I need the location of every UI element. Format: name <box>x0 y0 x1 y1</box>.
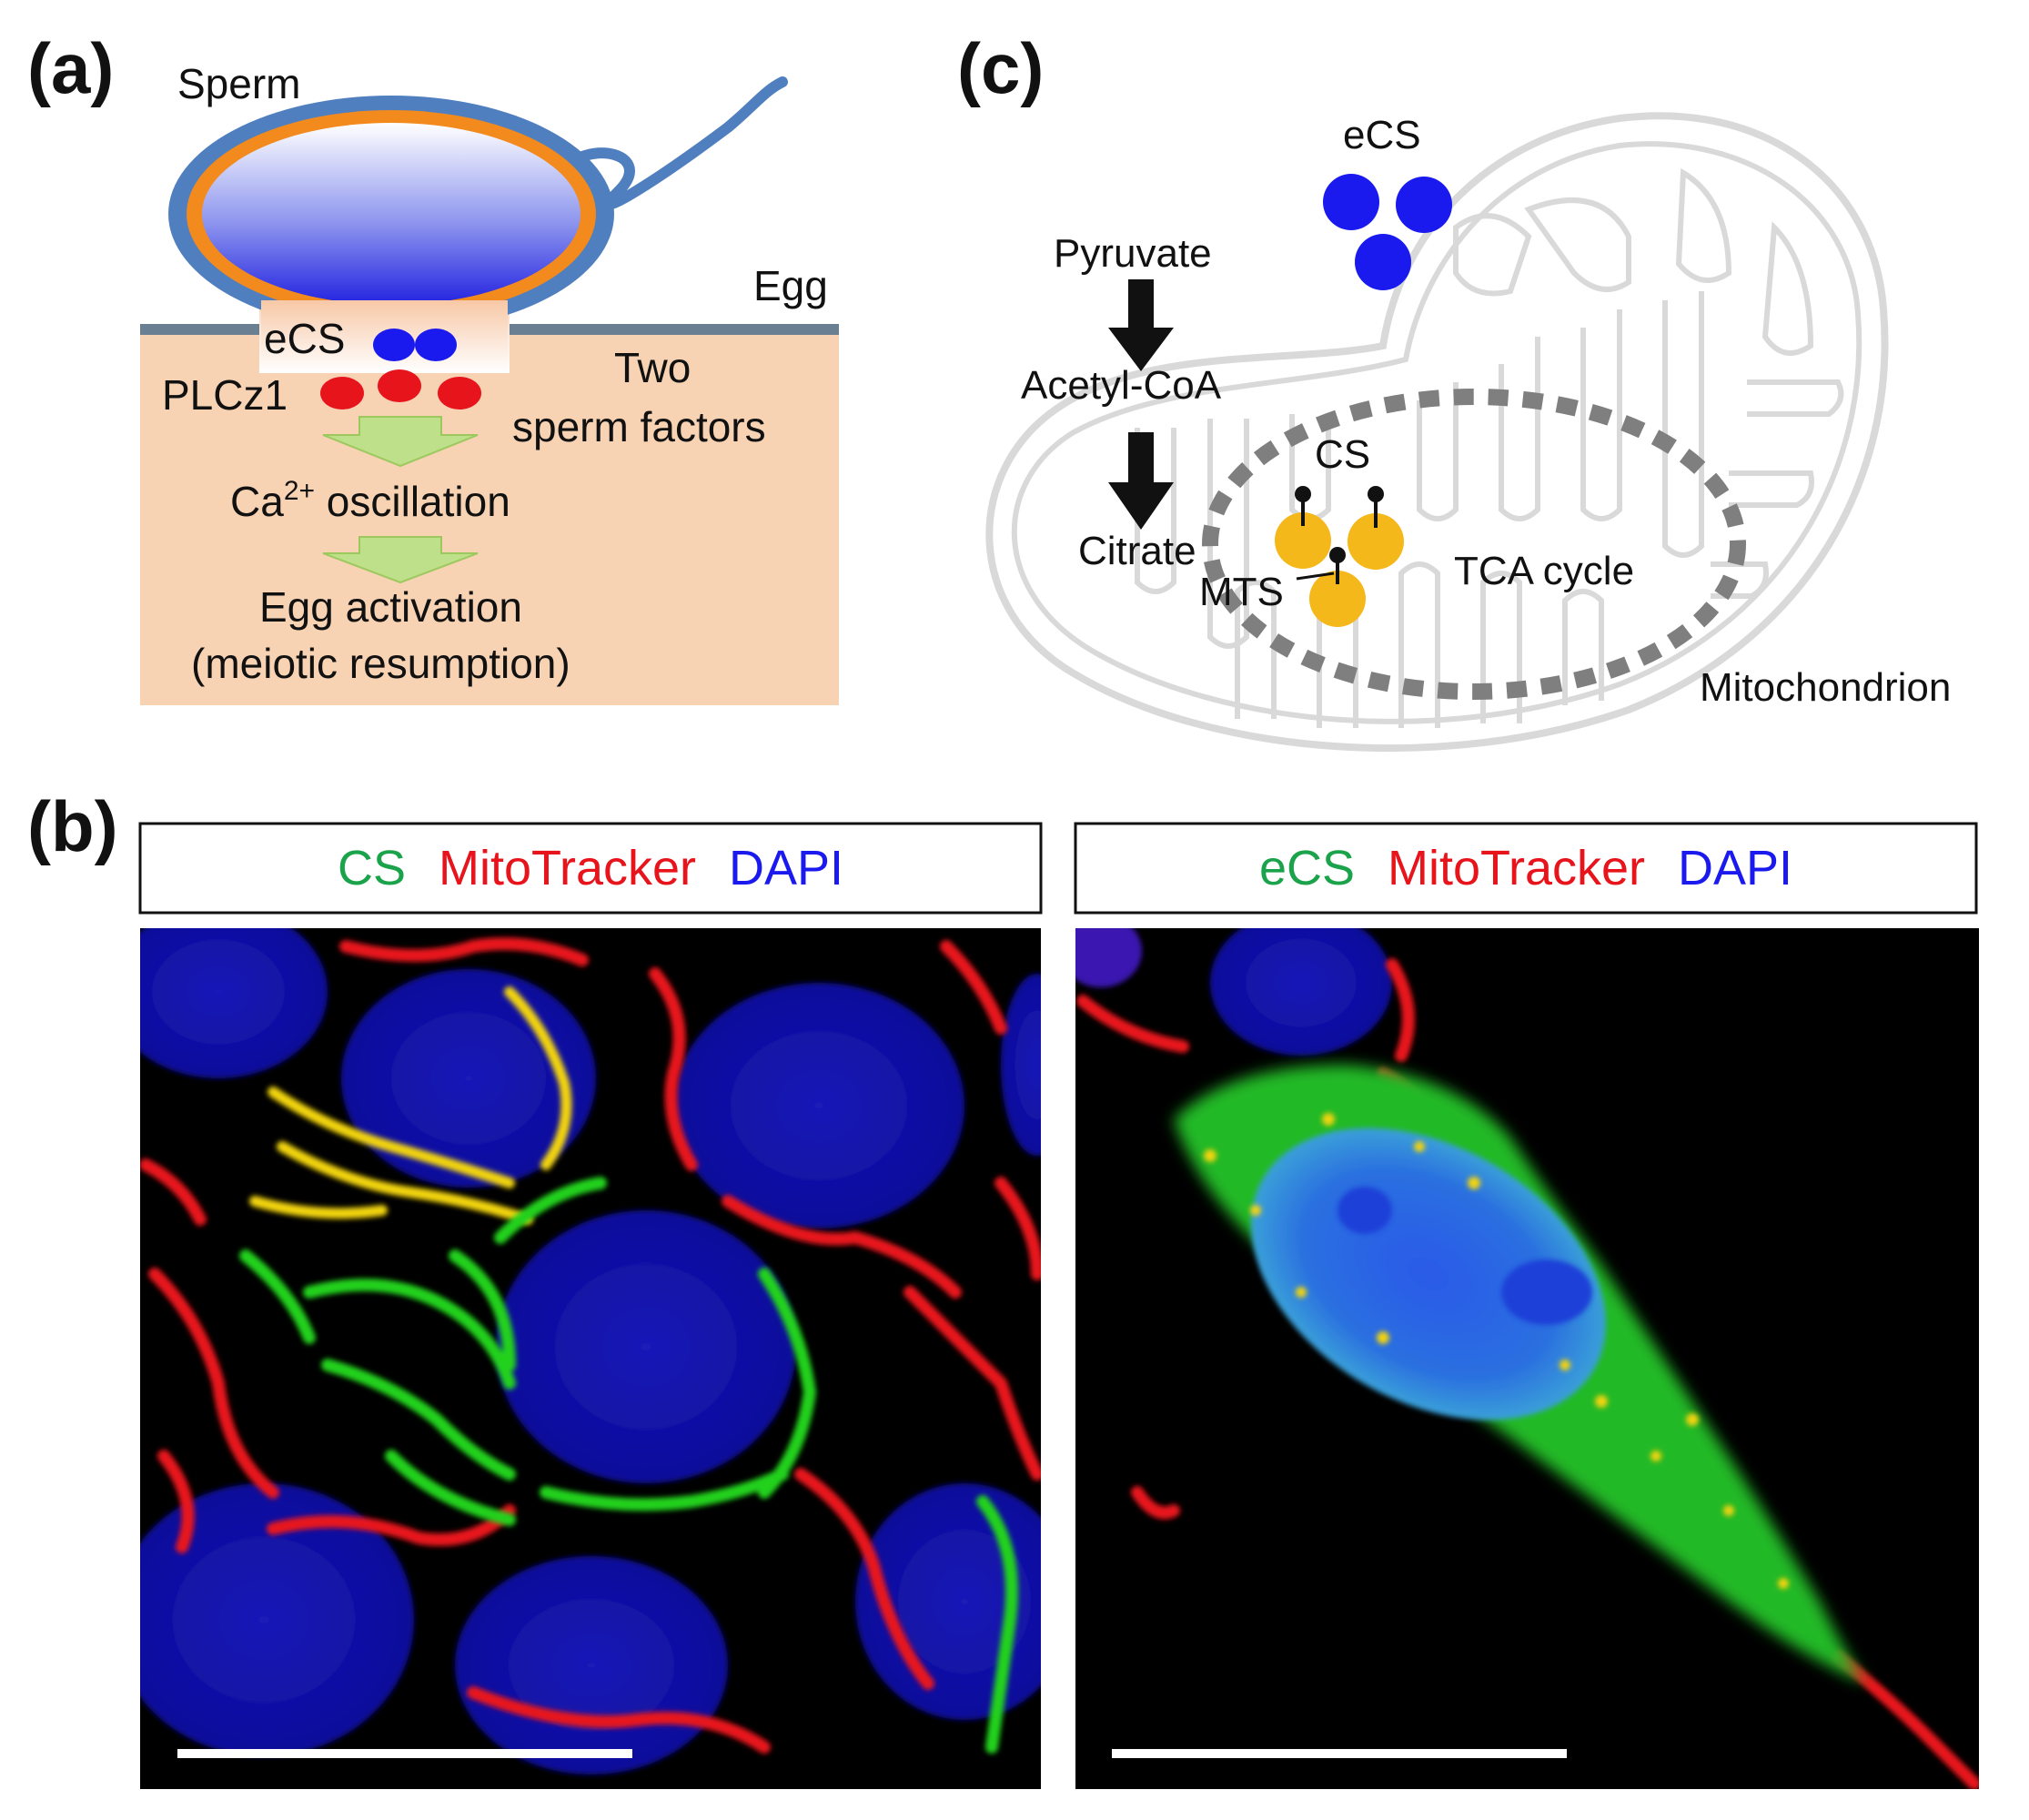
nucleus <box>1001 974 1041 1156</box>
colocalization-signal <box>1204 1113 1789 1589</box>
cs-signal <box>239 1177 1018 1754</box>
cristae <box>1135 167 1844 728</box>
panel-c-letter: (c) <box>957 28 1044 108</box>
panel-c: (c) <box>957 28 1951 753</box>
panel-a: (a) Sperm Egg eCS PLCz1 Two sperm factor… <box>27 28 839 705</box>
nucleus <box>140 1483 414 1756</box>
ecs-label: eCS <box>1343 113 1421 157</box>
ecs-label: eCS <box>264 315 345 362</box>
mts-tag <box>1295 486 1311 502</box>
meiotic-label: (meiotic resumption) <box>191 640 570 687</box>
mts-tag <box>1329 547 1346 563</box>
panel-a-letter: (a) <box>27 28 114 108</box>
panel-b-letter: (b) <box>27 786 118 866</box>
mitochondrion-outer <box>985 112 1889 753</box>
nucleus <box>496 1210 796 1483</box>
sperm-label: Sperm <box>177 60 300 107</box>
sperm-tail <box>551 76 788 210</box>
two-label: Two <box>614 344 691 391</box>
nucleus <box>455 1556 728 1774</box>
mts-pointer <box>1296 571 1335 581</box>
cs-molecule <box>1309 571 1366 627</box>
flow-arrow-1 <box>322 416 479 468</box>
scale-bar <box>1112 1749 1567 1758</box>
mitochondrion-label: Mitochondrion <box>1700 665 1951 710</box>
tca-cycle-label: TCA cycle <box>1454 549 1634 593</box>
plcz1-label: PLCz1 <box>162 371 288 419</box>
ecs-dot <box>1323 174 1379 230</box>
right-micrograph <box>1075 928 1979 1789</box>
cs-molecule <box>1275 512 1331 569</box>
right-channel-header <box>1074 822 1978 915</box>
plcz1-dot <box>438 377 481 410</box>
nucleus <box>673 983 964 1228</box>
cs-cluster <box>1275 486 1404 627</box>
egg-label: Egg <box>753 262 828 309</box>
ecs-dot <box>1396 177 1452 233</box>
ecs-dot <box>373 329 415 361</box>
mts-tag <box>1368 486 1384 502</box>
colocalization-signal <box>249 986 572 1225</box>
cs-label: CS <box>1315 432 1370 477</box>
egg-cytoplasm <box>140 328 839 705</box>
pyruvate-arrow <box>1108 279 1174 371</box>
acetyl-coa-label: Acetyl-CoA <box>1021 363 1222 408</box>
ca-oscillation-label: Ca2+ oscillation <box>230 476 510 525</box>
flow-arrow-2 <box>322 536 479 584</box>
tca-cycle-loop <box>1202 389 1746 700</box>
scale-bar <box>177 1749 632 1758</box>
plcz1-dot <box>320 377 364 410</box>
ecs-dot <box>415 329 457 361</box>
nucleus <box>1075 928 1142 987</box>
nucleus <box>1210 928 1392 1056</box>
left-channel-header <box>138 822 1043 915</box>
plcz1-dot <box>378 369 421 402</box>
acetyl-coa-arrow <box>1108 432 1174 530</box>
egg-activation-label: Egg activation <box>259 583 522 631</box>
ecs-dot <box>1355 234 1411 290</box>
cs-molecule <box>1348 513 1404 570</box>
nucleus <box>855 1483 1041 1720</box>
mitotracker-signal <box>140 937 1041 1754</box>
nucleus <box>140 928 328 1078</box>
pyruvate-label: Pyruvate <box>1054 231 1212 276</box>
left-micrograph <box>140 928 1041 1789</box>
sperm-factors-label: sperm factors <box>512 403 766 450</box>
sperm-nucleus <box>202 123 580 305</box>
citrate-label: Citrate <box>1078 529 1196 573</box>
mts-label: MTS <box>1199 570 1284 614</box>
mitochondrion-inner <box>1011 141 1862 724</box>
